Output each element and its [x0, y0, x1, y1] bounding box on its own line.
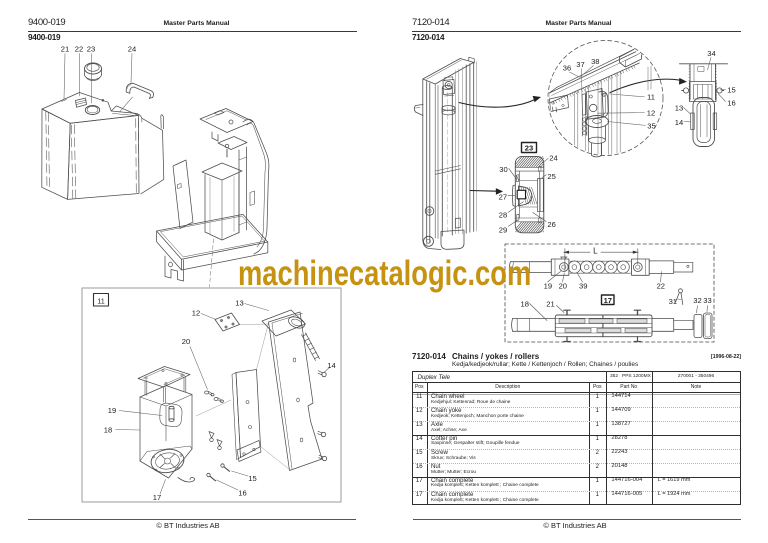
- svg-text:14: 14: [327, 361, 335, 370]
- svg-text:35: 35: [647, 122, 655, 131]
- svg-text:16: 16: [238, 489, 246, 498]
- svg-text:29: 29: [499, 226, 507, 235]
- svg-text:23: 23: [87, 45, 95, 54]
- svg-text:31: 31: [669, 297, 677, 306]
- svg-text:20: 20: [559, 282, 567, 291]
- svg-text:18: 18: [104, 426, 112, 435]
- svg-text:23: 23: [525, 144, 533, 153]
- svg-text:20: 20: [182, 337, 190, 346]
- svg-text:37: 37: [576, 60, 584, 69]
- svg-text:21: 21: [546, 299, 554, 308]
- svg-text:L: L: [593, 247, 598, 256]
- svg-text:14: 14: [675, 118, 683, 127]
- svg-text:15: 15: [248, 474, 256, 483]
- svg-text:25: 25: [547, 172, 555, 181]
- svg-text:24: 24: [128, 45, 136, 54]
- svg-text:28: 28: [499, 211, 507, 220]
- svg-text:24: 24: [549, 154, 557, 163]
- svg-text:32: 32: [693, 296, 701, 305]
- svg-text:17: 17: [153, 493, 161, 502]
- svg-text:38: 38: [591, 57, 599, 66]
- svg-text:36: 36: [563, 64, 571, 73]
- svg-text:15: 15: [727, 86, 735, 95]
- svg-text:30: 30: [499, 165, 507, 174]
- svg-text:18: 18: [520, 299, 528, 308]
- svg-text:34: 34: [707, 49, 715, 58]
- svg-text:27: 27: [499, 193, 507, 202]
- svg-text:13: 13: [675, 104, 683, 113]
- svg-text:21: 21: [61, 45, 69, 54]
- svg-text:16: 16: [727, 99, 735, 108]
- svg-text:11: 11: [97, 297, 104, 306]
- svg-text:17: 17: [604, 296, 612, 305]
- svg-text:19: 19: [108, 406, 116, 415]
- svg-text:22: 22: [657, 282, 665, 291]
- svg-text:33: 33: [703, 296, 711, 305]
- svg-text:39: 39: [579, 282, 587, 291]
- svg-text:11: 11: [647, 93, 655, 102]
- svg-text:12: 12: [647, 109, 655, 118]
- svg-text:26: 26: [547, 220, 555, 229]
- svg-text:19: 19: [544, 282, 552, 291]
- svg-text:22: 22: [75, 45, 83, 54]
- svg-text:13: 13: [235, 299, 243, 308]
- svg-text:12: 12: [192, 309, 200, 318]
